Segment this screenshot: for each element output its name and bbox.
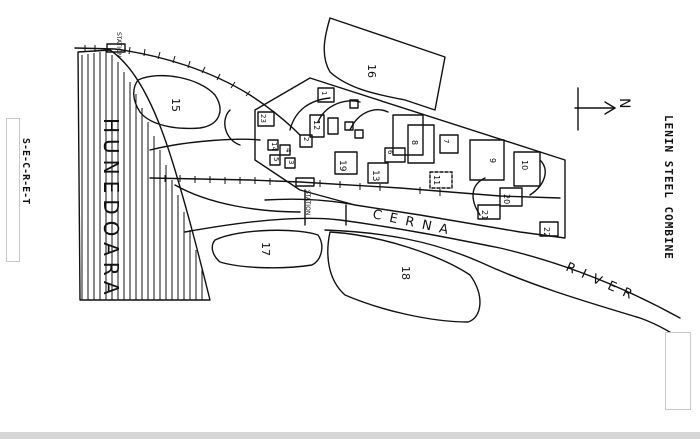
label-1: 1 bbox=[320, 91, 328, 95]
label-9: 9 bbox=[488, 158, 497, 163]
left-margin-tab bbox=[6, 118, 20, 262]
river-label-river: RIVER bbox=[563, 260, 641, 306]
station-label-top: STATION bbox=[115, 32, 122, 57]
area-15 bbox=[133, 74, 221, 130]
railway-top bbox=[74, 47, 301, 136]
area-17 bbox=[211, 229, 323, 269]
area-16 bbox=[323, 17, 446, 111]
label-4: 4 bbox=[284, 148, 292, 153]
map-title: LENIN STEEL COMBINE bbox=[662, 115, 675, 260]
label-23: 23 bbox=[259, 114, 267, 123]
label-7: 7 bbox=[442, 139, 450, 143]
label-18: 18 bbox=[399, 266, 412, 280]
label-22: 22 bbox=[542, 227, 551, 237]
label-11: 11 bbox=[432, 175, 441, 185]
label-19: 19 bbox=[337, 160, 347, 172]
label-10: 10 bbox=[520, 160, 529, 170]
river-bank-upper bbox=[184, 217, 681, 319]
label-3: 3 bbox=[287, 160, 295, 164]
station-top bbox=[106, 43, 126, 53]
label-13: 13 bbox=[370, 170, 380, 181]
label-6: 6 bbox=[386, 150, 394, 155]
railway-ticks bbox=[84, 45, 251, 97]
viewer-scrollbar[interactable] bbox=[0, 432, 700, 439]
north-arrow bbox=[574, 87, 616, 131]
station-mid bbox=[295, 177, 315, 187]
label-8: 8 bbox=[410, 140, 419, 145]
river-bank-lower bbox=[324, 229, 691, 346]
label-5: 5 bbox=[272, 157, 280, 161]
classification-mark: S-E-C-R-E-T bbox=[20, 138, 31, 205]
buildings bbox=[257, 87, 559, 237]
label-2: 2 bbox=[302, 137, 310, 141]
right-margin-tab bbox=[665, 332, 691, 410]
railway-mid bbox=[149, 177, 561, 199]
label-21: 21 bbox=[480, 210, 489, 220]
label-16: 16 bbox=[365, 64, 378, 78]
north-label: N bbox=[616, 98, 632, 108]
label-17: 17 bbox=[259, 242, 272, 256]
city-hatching bbox=[77, 49, 211, 301]
station-label-mid: STATION bbox=[304, 190, 311, 215]
label-14: 14 bbox=[270, 142, 278, 151]
combine-boundary bbox=[254, 77, 566, 239]
label-12: 12 bbox=[312, 120, 321, 130]
label-15: 15 bbox=[169, 98, 182, 112]
area-18 bbox=[327, 231, 481, 323]
label-20: 20 bbox=[502, 194, 511, 204]
city-label: HUNEDOARA bbox=[99, 118, 123, 301]
